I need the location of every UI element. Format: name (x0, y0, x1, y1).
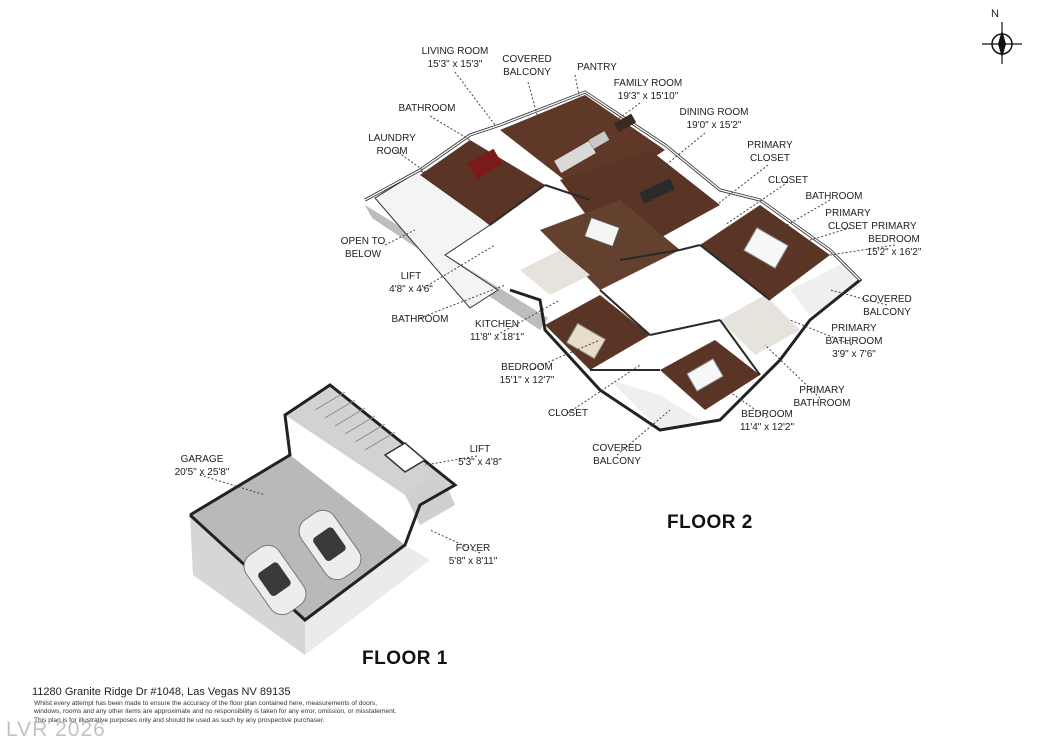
room-label-laundry-room: LAUNDRY ROOM (368, 133, 416, 157)
compass-north-label: N (991, 8, 999, 20)
car-right-roof (313, 527, 346, 561)
room-label-covered-balcony-bottom: COVERED BALCONY (592, 443, 642, 467)
label-leader-lines (199, 71, 896, 554)
balcony-floor (790, 262, 862, 315)
garage-cars (243, 509, 362, 616)
kitchen-island (583, 216, 621, 248)
sofa (554, 140, 596, 174)
room-label-primary-bathroom: PRIMARY BATHROOM (793, 385, 851, 409)
bedroom1-bed (565, 322, 607, 360)
room-label-open-to-below: OPEN TO BELOW (340, 236, 386, 260)
room-label-primary-closet-right: PRIMARY CLOSET (825, 208, 871, 232)
room-label-covered-balcony-top: COVERED BALCONY (502, 54, 552, 78)
coffee-table (588, 131, 610, 149)
room-label-bathroom-right: BATHROOM (805, 191, 863, 202)
disclaimer-text: Whilst every attempt has been made to en… (34, 700, 397, 724)
floor1-side-left (190, 515, 305, 655)
living-room-floor (420, 140, 545, 225)
north-arrow (982, 22, 1022, 64)
primary-bathroom-floor (720, 295, 800, 355)
fireplace (613, 113, 637, 133)
balcony2-floor (610, 380, 700, 430)
room-label-primary-closet-top: PRIMARY CLOSET (747, 140, 793, 164)
garage-floor (190, 455, 405, 620)
floor1-side-right (305, 545, 430, 655)
bathroom-floor (520, 250, 590, 295)
room-label-bathroom-top: BATHROOM (398, 103, 456, 114)
bedroom1-floor (545, 295, 650, 370)
lift-shaft (383, 442, 427, 473)
primary-bed (743, 227, 789, 269)
floor2-interior-walls (489, 184, 771, 376)
room-label-bathroom-left: BATHROOM (391, 314, 449, 325)
car-left-roof (258, 562, 291, 596)
room-label-pantry: PANTRY (577, 62, 617, 73)
room-label-covered-balcony-right: COVERED BALCONY (862, 294, 912, 318)
floor2-furniture (467, 113, 789, 392)
watermark: LVR 2026 (6, 718, 106, 741)
stairs (314, 391, 396, 451)
bedroom2-bed (686, 358, 724, 392)
floor1-plan (188, 383, 458, 655)
stair-hall-floor (285, 385, 455, 505)
room-label-closet-right: CLOSET (767, 175, 809, 186)
property-address: 11280 Granite Ridge Dr #1048, Las Vegas … (32, 686, 291, 698)
room-label-closet-bottom: CLOSET (547, 408, 589, 419)
floor2-title: FLOOR 2 (667, 512, 753, 533)
floor1-title: FLOOR 1 (362, 648, 448, 669)
dining-table (639, 178, 675, 204)
living-rug (467, 148, 503, 180)
floor2-plan (364, 90, 863, 432)
floor1-outer-wall (188, 383, 458, 622)
